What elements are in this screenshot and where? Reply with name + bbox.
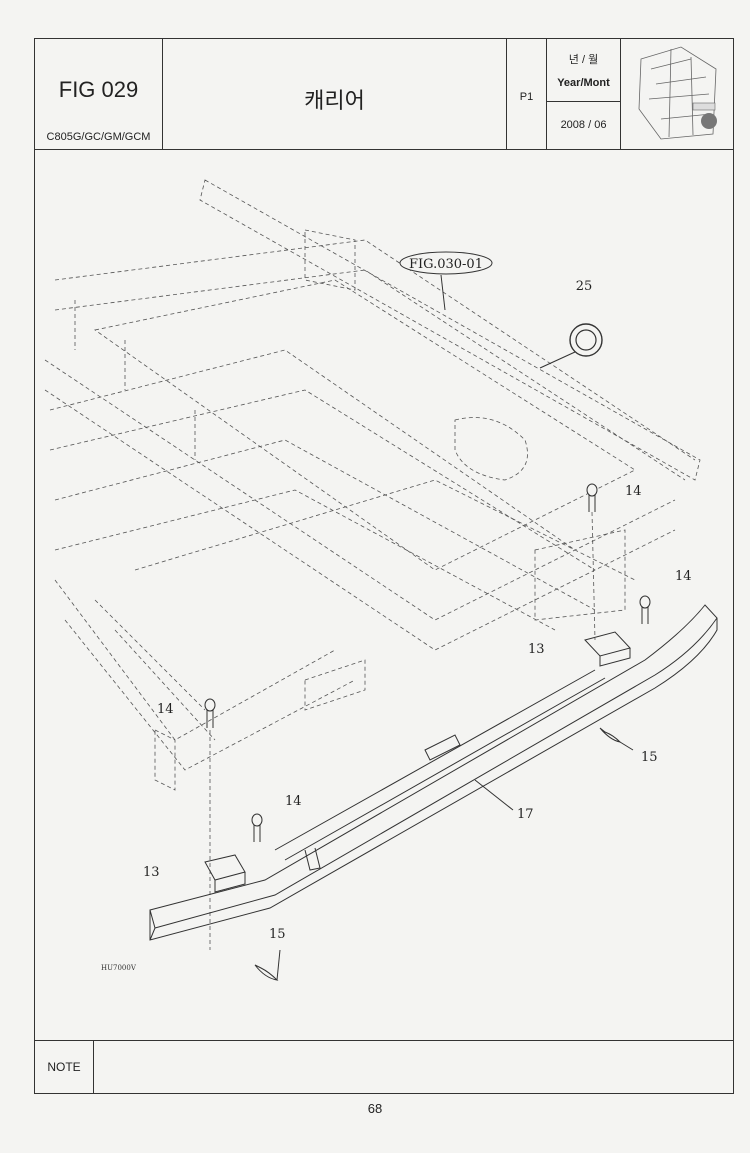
callout-25: 25 — [576, 279, 593, 294]
reference-callout: FIG.030-01 — [399, 251, 493, 311]
drawing-code: HU7000V — [101, 964, 137, 972]
fig-models: C805G/GC/GM/GCM — [46, 131, 151, 143]
part-15-clips: 15 15 — [254, 727, 658, 981]
page-code: P1 — [519, 91, 534, 103]
pin-14-left: 14 — [157, 698, 216, 950]
chassis-frame — [44, 179, 701, 791]
date-cell: 년 / 월 Year/Mont 2008 / 06 — [547, 39, 621, 149]
fig-cell: FIG 029 C805G/GC/GM/GCM — [35, 39, 163, 149]
part-17-carrier-bar: 17 — [149, 604, 718, 941]
callout-14-c: 14 — [157, 702, 174, 717]
date-label-en: Year/Mont — [557, 77, 610, 89]
header-block: FIG 029 C805G/GC/GM/GCM 캐리어 P1 년 / 월 Yea… — [35, 39, 733, 150]
machine-thumbnail — [638, 46, 717, 140]
callout-13-b: 13 — [143, 865, 160, 880]
date-value: 2008 / 06 — [560, 119, 607, 131]
title-cell: 캐리어 — [163, 39, 507, 149]
callout-15-b: 15 — [269, 927, 286, 942]
callout-14-a: 14 — [625, 484, 642, 499]
fig-title: FIG 029 — [58, 77, 139, 102]
reference-label: FIG.030-01 — [409, 257, 483, 272]
callout-17: 17 — [517, 807, 534, 822]
page-frame: FIG 029 C805G/GC/GM/GCM 캐리어 P1 년 / 월 Yea… — [34, 38, 734, 1094]
page-number: 68 — [367, 1101, 383, 1116]
exploded-parts-diagram: FIG.030-01 25 14 14 14 14 — [44, 179, 718, 981]
part-25-grommet: 25 — [539, 279, 603, 369]
part-title: 캐리어 — [304, 88, 365, 113]
callout-14-d: 14 — [285, 794, 302, 809]
callout-15-a: 15 — [641, 750, 658, 765]
page-code-cell: P1 — [507, 39, 547, 149]
part-13-brackets: 13 13 — [143, 631, 631, 893]
thumbnail-cell — [621, 39, 733, 149]
pin-14-upper-right: 14 — [586, 483, 642, 641]
pins: 14 14 14 14 — [157, 483, 692, 950]
pin-14-right: 14 — [639, 569, 692, 624]
callout-14-b: 14 — [675, 569, 692, 584]
date-label-kr: 년 / 월 — [568, 54, 599, 66]
note-block: NOTE — [35, 1040, 733, 1093]
note-label: NOTE — [35, 1041, 94, 1093]
callout-13-a: 13 — [528, 642, 545, 657]
pin-14-center: 14 — [251, 794, 302, 842]
